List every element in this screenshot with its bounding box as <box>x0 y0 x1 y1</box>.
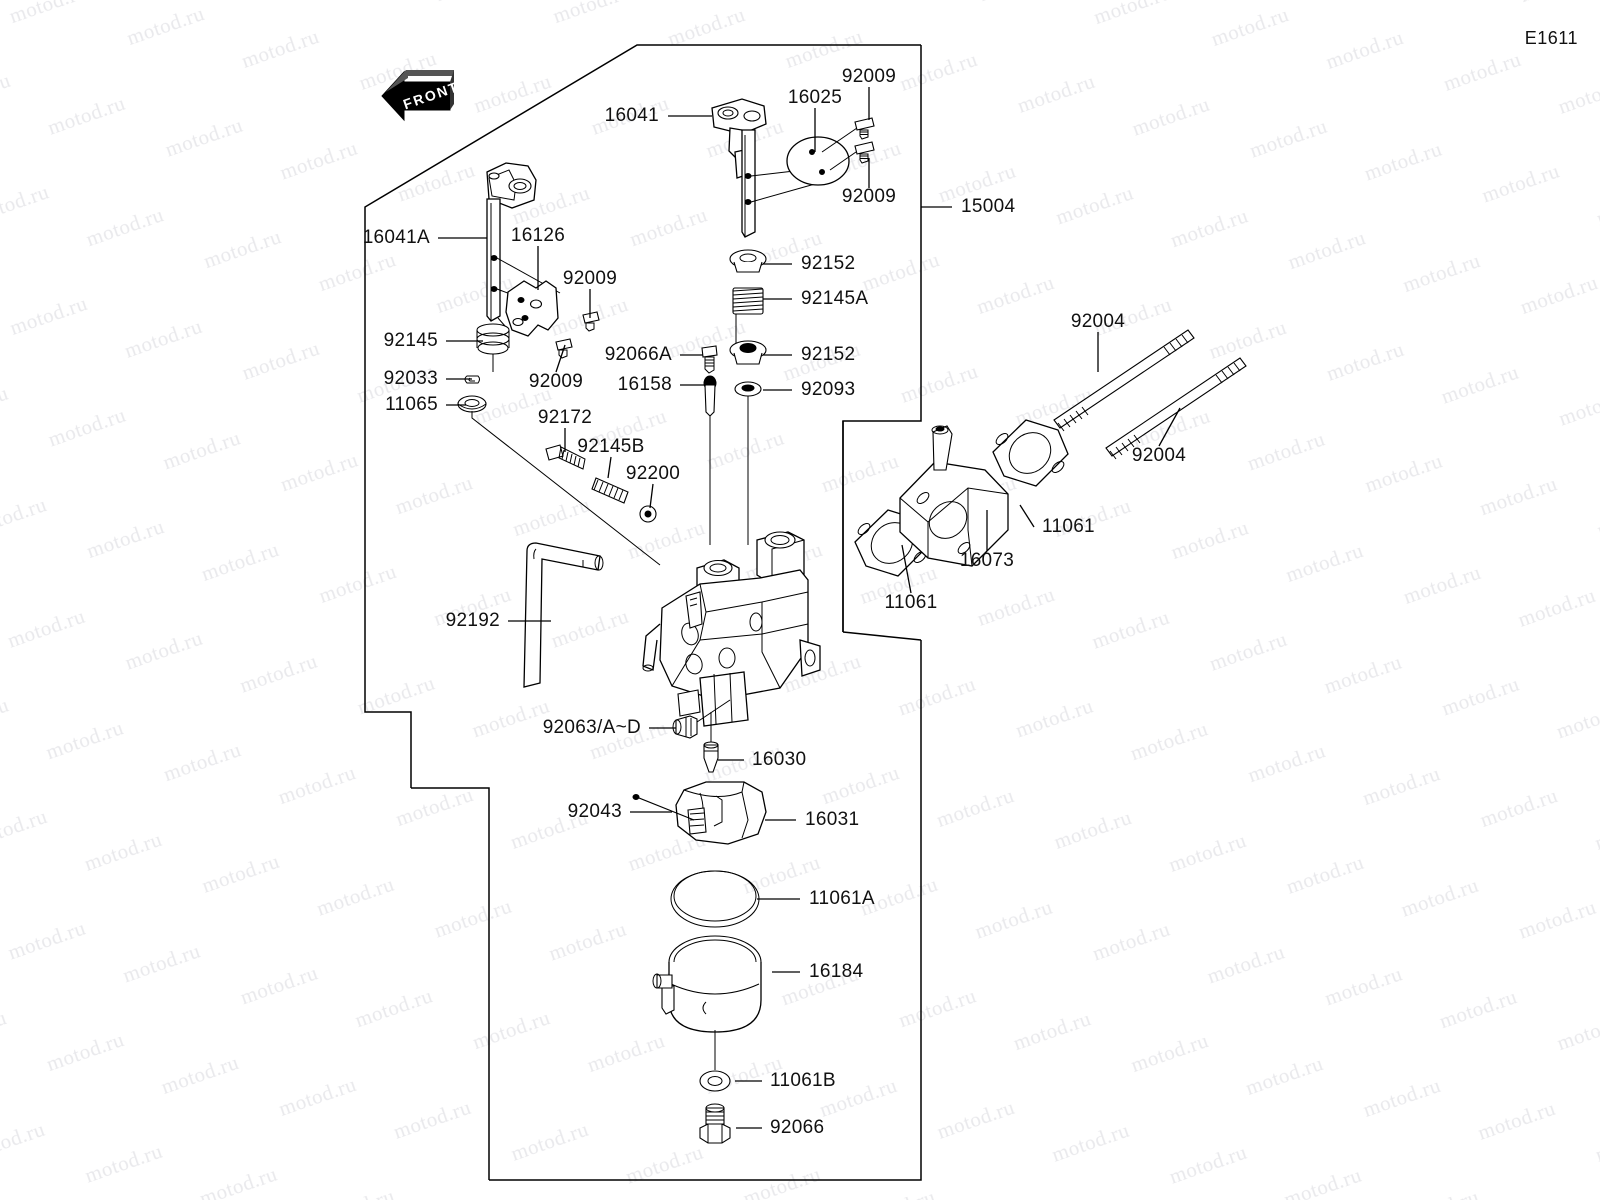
leader-line <box>901 544 912 594</box>
leader-line <box>1019 504 1035 528</box>
leader-line <box>607 456 612 479</box>
leader-line <box>1158 407 1181 447</box>
leader-line <box>555 344 566 373</box>
leader-line <box>649 483 654 509</box>
